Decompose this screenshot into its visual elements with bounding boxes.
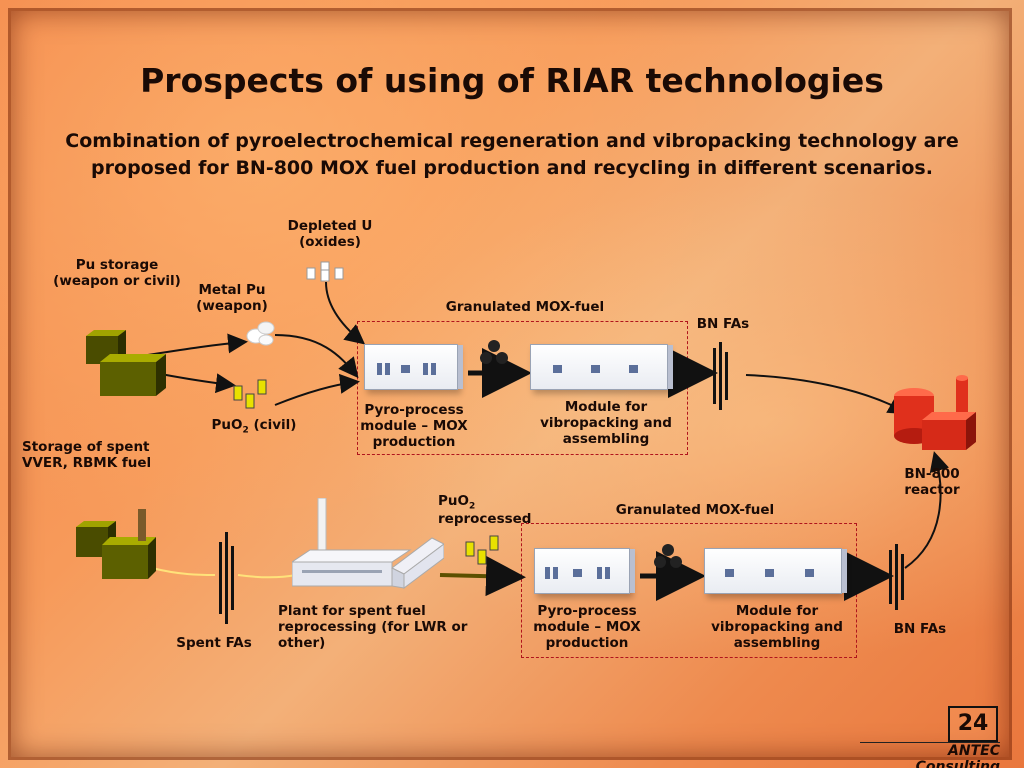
- arrow-fas-to-reactor: [745, 374, 909, 414]
- company-name: ANTEC Consulting: [860, 742, 1000, 768]
- granules-top-icon: [480, 340, 508, 364]
- granules-bottom-icon: [654, 544, 682, 568]
- metal-pu-icon: [246, 321, 275, 346]
- bn-fas-bottom-label: BN FAs: [893, 621, 947, 637]
- slide-subtitle: Combination of pyroelectrochemical regen…: [65, 130, 959, 179]
- reprocessing-plant-icon: [292, 498, 444, 589]
- puo2-civil-icon: [233, 379, 267, 409]
- slide-frame: [8, 8, 1012, 760]
- pu-storage-label: Pu storage(weapon or civil): [53, 257, 181, 289]
- arrow-depleted-u-to-pyro: [325, 281, 366, 345]
- arrow-puo2-to-pyro: [274, 373, 360, 406]
- arrow-metal-pu-to-pyro: [274, 334, 359, 379]
- vibro-module-bottom: [704, 548, 842, 594]
- arrow-fas-to-plant: [237, 574, 297, 579]
- bn-fas-top-icon: [713, 342, 728, 410]
- bn-fas-bottom-icon: [889, 544, 904, 610]
- spent-fuel-storage-icon: [76, 509, 156, 579]
- page-number: 24: [948, 706, 998, 742]
- bn-fas-top-label: BN FAs: [696, 316, 750, 332]
- bn800-reactor-icon: [894, 375, 976, 450]
- metal-pu-label: Metal Pu(weapon): [196, 282, 268, 314]
- puo2-reprocessed-label: PuO2 reprocessed: [438, 493, 532, 528]
- granulated-mox-bottom-label: Granulated MOX-fuel: [615, 502, 775, 518]
- pyro-module-top: [364, 344, 458, 390]
- puo2-reprocessed-icon: [465, 535, 499, 565]
- arrow-fas-bottom-to-reactor: [904, 451, 950, 569]
- spent-fas-icon: [219, 532, 234, 624]
- puo2-civil-label: PuO2 (civil): [211, 417, 297, 436]
- slide-title: Prospects of using of RIAR technologies: [140, 61, 884, 100]
- depleted-u-label: Depleted U(oxides): [287, 218, 373, 250]
- arrow-spent-storage-to-fas: [151, 567, 216, 576]
- pu-storage-icon: [86, 330, 166, 396]
- depleted-u-icon: [306, 261, 344, 282]
- spent-fas-label: Spent FAs: [176, 635, 252, 651]
- vibro-module-top: [530, 344, 668, 390]
- granulated-mox-top-label: Granulated MOX-fuel: [445, 299, 605, 315]
- pyro-module-bottom: [534, 548, 630, 594]
- arrow-plant-to-pyro: [439, 556, 526, 597]
